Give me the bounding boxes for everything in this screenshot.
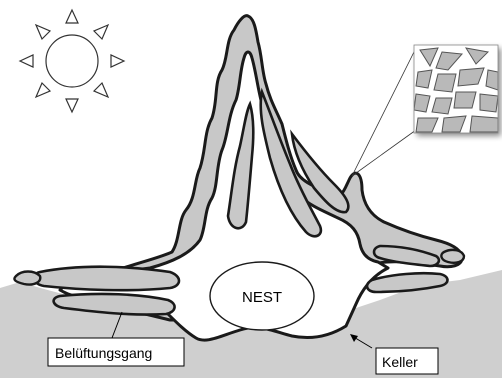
- left-side-capsule: [14, 272, 40, 285]
- magnified-detail: [352, 45, 498, 176]
- right-side-capsule: [441, 250, 464, 263]
- left-tunnel-upper: [34, 267, 179, 290]
- cellar-label: Keller: [382, 354, 418, 370]
- sun-icon: [20, 10, 124, 112]
- ventilation-label: Belüftungsgang: [55, 345, 152, 361]
- nest-label: NEST: [242, 289, 282, 306]
